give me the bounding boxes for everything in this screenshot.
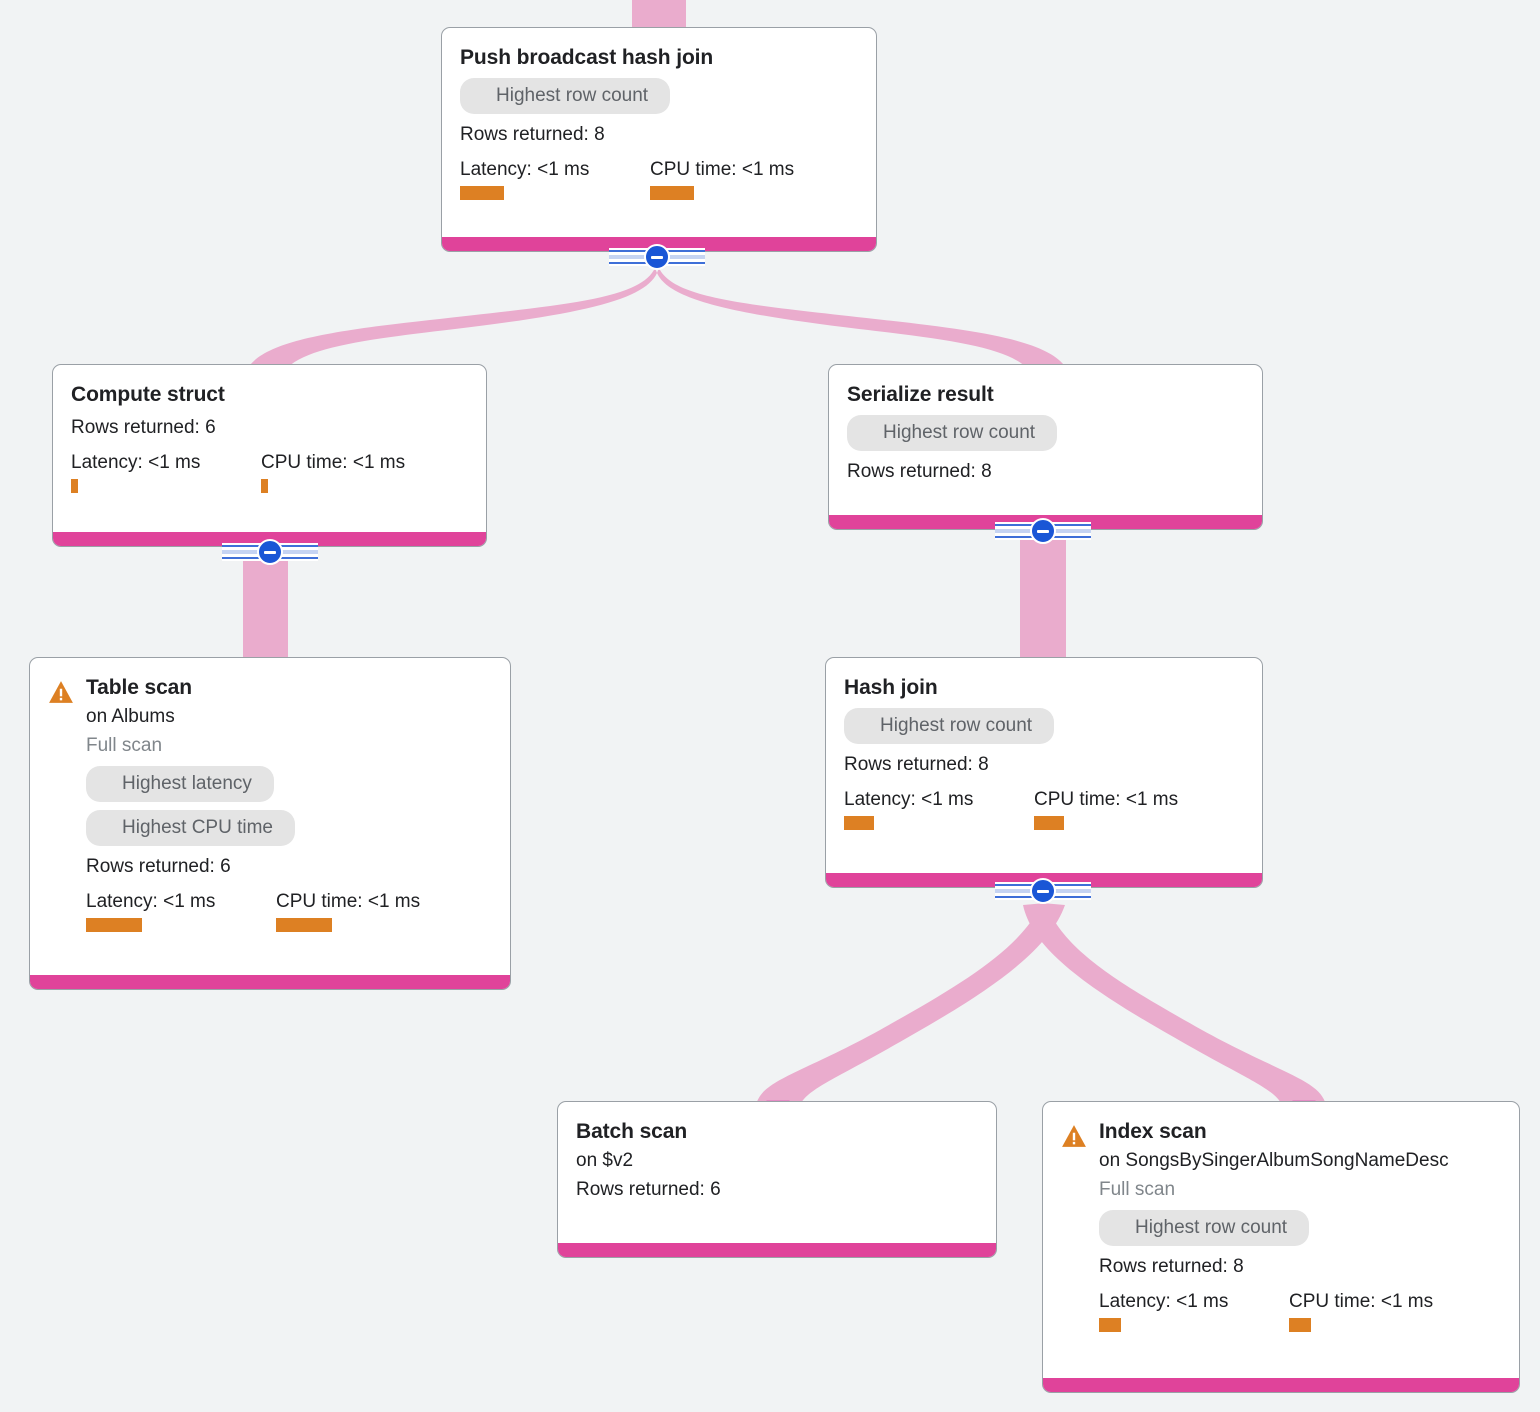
metric-latency-label: Latency: <1 ms xyxy=(86,891,216,912)
collapse-handle-push-broadcast-hash-join[interactable] xyxy=(609,244,705,270)
plan-node-batch-scan[interactable]: Batch scan on $v2 Rows returned: 6 xyxy=(557,1101,997,1258)
node-footer-bar xyxy=(558,1243,996,1257)
metric-cpu-label: CPU time: <1 ms xyxy=(650,159,795,180)
metric-latency: Latency: <1 ms xyxy=(1099,1290,1289,1332)
rows-returned: Rows returned: 8 xyxy=(847,461,992,482)
rows-returned: Rows returned: 8 xyxy=(844,754,989,775)
metric-cpu-time: CPU time: <1 ms xyxy=(1034,788,1224,830)
metric-latency-bar xyxy=(71,479,78,493)
edge-serialize-result-to-hash-join xyxy=(1020,535,1066,660)
metric-cpu-label: CPU time: <1 ms xyxy=(1289,1291,1434,1312)
warning-triangle-icon xyxy=(49,681,73,703)
metric-cpu-label: CPU time: <1 ms xyxy=(1034,789,1179,810)
node-scan-type: Full scan xyxy=(1099,1179,1176,1200)
badge-highest-row-count: Highest row count xyxy=(844,708,1055,744)
metric-cpu-time: CPU time: <1 ms xyxy=(276,890,466,932)
node-title: Serialize result xyxy=(847,383,994,406)
badge-highest-row-count: Highest row count xyxy=(1099,1210,1310,1246)
metric-latency-label: Latency: <1 ms xyxy=(71,452,201,473)
metric-cpu-bar xyxy=(1034,816,1064,830)
minus-circle-icon[interactable] xyxy=(1030,878,1056,904)
plan-node-table-scan[interactable]: Table scan on Albums Full scan Highest l… xyxy=(29,657,511,990)
node-title: Table scan xyxy=(86,676,192,699)
minus-circle-icon[interactable] xyxy=(644,244,670,270)
metric-latency: Latency: <1 ms xyxy=(460,158,650,200)
collapse-handle-compute-struct[interactable] xyxy=(222,539,318,565)
node-scan-type: Full scan xyxy=(86,735,163,756)
plan-node-index-scan[interactable]: Index scan on SongsBySingerAlbumSongName… xyxy=(1042,1101,1520,1393)
plan-node-serialize-result[interactable]: Serialize result Highest row count Rows … xyxy=(828,364,1263,530)
node-target: on Albums xyxy=(86,706,175,727)
rows-returned: Rows returned: 6 xyxy=(576,1179,721,1200)
metric-latency-label: Latency: <1 ms xyxy=(460,159,590,180)
rows-returned: Rows returned: 8 xyxy=(460,124,605,145)
metric-cpu-bar xyxy=(1289,1318,1311,1332)
node-target: on SongsBySingerAlbumSongNameDesc xyxy=(1099,1150,1449,1171)
rows-returned: Rows returned: 8 xyxy=(1099,1256,1244,1277)
node-title: Batch scan xyxy=(576,1120,688,1143)
metric-latency: Latency: <1 ms xyxy=(86,890,276,932)
edge-root-to-compute-struct xyxy=(250,268,657,370)
badge-highest-cpu-time: Highest CPU time xyxy=(86,810,295,846)
metric-cpu-time: CPU time: <1 ms xyxy=(650,158,840,200)
node-title: Push broadcast hash join xyxy=(460,46,714,69)
badge-highest-row-count: Highest row count xyxy=(460,78,671,114)
metric-cpu-bar xyxy=(650,186,694,200)
edge-compute-struct-to-table-scan xyxy=(243,552,288,660)
metric-cpu-time: CPU time: <1 ms xyxy=(1289,1290,1479,1332)
plan-node-push-broadcast-hash-join[interactable]: Push broadcast hash join Highest row cou… xyxy=(441,27,877,252)
metric-cpu-label: CPU time: <1 ms xyxy=(261,452,406,473)
node-title: Hash join xyxy=(844,676,938,699)
node-footer-bar xyxy=(30,975,510,989)
metric-latency-label: Latency: <1 ms xyxy=(1099,1291,1229,1312)
badge-highest-row-count: Highest row count xyxy=(847,415,1058,451)
metric-latency: Latency: <1 ms xyxy=(71,451,261,493)
edge-incoming-root xyxy=(632,0,686,30)
metric-cpu-bar xyxy=(276,918,332,932)
collapse-handle-hash-join[interactable] xyxy=(995,878,1091,904)
metric-latency: Latency: <1 ms xyxy=(844,788,1034,830)
metric-latency-label: Latency: <1 ms xyxy=(844,789,974,810)
rows-returned: Rows returned: 6 xyxy=(71,417,216,438)
metric-cpu-bar xyxy=(261,479,268,493)
plan-node-compute-struct[interactable]: Compute struct Rows returned: 6 Latency:… xyxy=(52,364,487,547)
minus-circle-icon[interactable] xyxy=(257,539,283,565)
metric-latency-bar xyxy=(844,816,874,830)
warning-triangle-icon xyxy=(1062,1125,1086,1147)
metric-cpu-label: CPU time: <1 ms xyxy=(276,891,421,912)
minus-circle-icon[interactable] xyxy=(1030,518,1056,544)
metric-cpu-time: CPU time: <1 ms xyxy=(261,451,451,493)
rows-returned: Rows returned: 6 xyxy=(86,856,231,877)
plan-node-hash-join[interactable]: Hash join Highest row count Rows returne… xyxy=(825,657,1263,888)
metric-latency-bar xyxy=(460,186,504,200)
edge-hash-join-to-index-scan xyxy=(1023,903,1326,1105)
metric-latency-bar xyxy=(1099,1318,1121,1332)
metric-latency-bar xyxy=(86,918,142,932)
badge-highest-latency: Highest latency xyxy=(86,766,274,802)
node-title: Compute struct xyxy=(71,383,225,406)
node-target: on $v2 xyxy=(576,1150,634,1171)
node-title: Index scan xyxy=(1099,1120,1207,1143)
collapse-handle-serialize-result[interactable] xyxy=(995,518,1091,544)
edge-hash-join-to-batch-scan xyxy=(756,903,1065,1105)
node-footer-bar xyxy=(1043,1378,1519,1392)
edge-root-to-serialize-result xyxy=(657,268,1064,370)
